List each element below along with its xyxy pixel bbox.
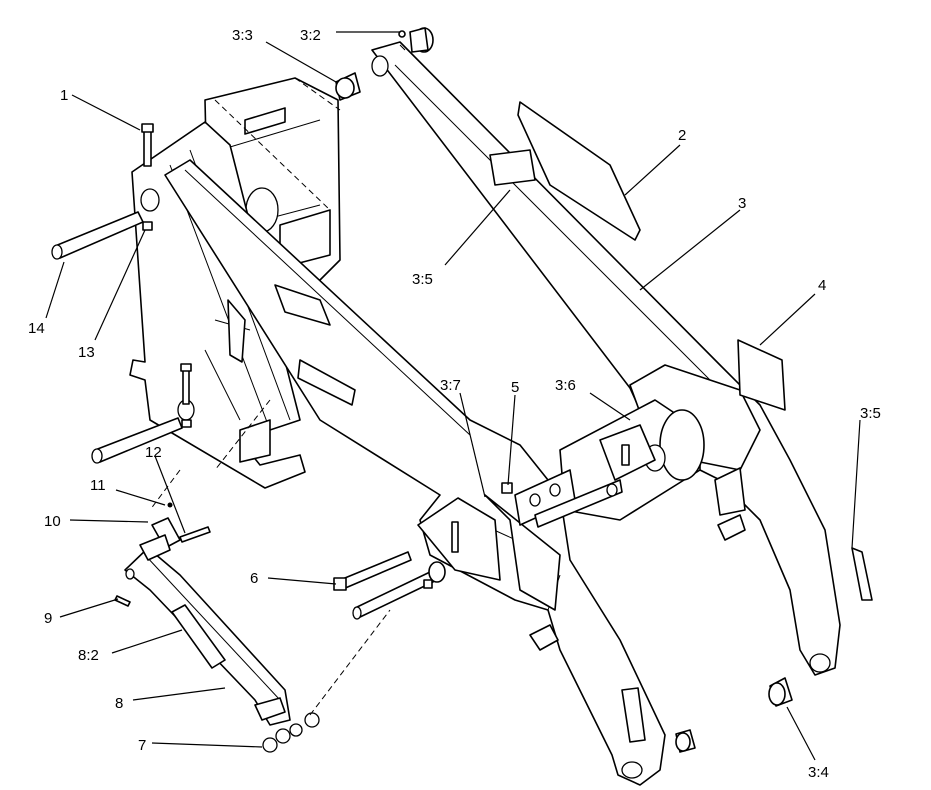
callout-3-3: 3:3 xyxy=(232,27,253,44)
callout-6: 6 xyxy=(250,570,258,587)
pin-3-7 xyxy=(451,521,459,553)
bushing-3-4 xyxy=(768,677,793,707)
main-arm xyxy=(164,159,666,786)
pin-14 xyxy=(51,211,144,260)
cylinder-pin xyxy=(534,444,630,528)
callout-1: 1 xyxy=(60,87,68,104)
callout-9: 9 xyxy=(44,610,52,627)
callout-8: 8 xyxy=(115,695,123,712)
callout-7: 7 xyxy=(138,737,146,754)
callout-8-2: 8:2 xyxy=(78,647,99,664)
bolt-5 xyxy=(501,482,513,494)
cotter-pin-9 xyxy=(114,595,131,607)
bolt-frame-lower xyxy=(180,363,192,428)
callout-10: 10 xyxy=(44,513,61,530)
callout-5: 5 xyxy=(511,379,519,396)
callout-3-5-top: 3:5 xyxy=(412,271,433,288)
fitting-3-2 xyxy=(398,27,434,53)
callout-14: 14 xyxy=(28,320,45,337)
leader-lines xyxy=(45,31,861,761)
pin-center xyxy=(352,561,446,620)
callout-13: 13 xyxy=(78,344,95,361)
callout-3-6: 3:6 xyxy=(555,377,576,394)
pin-lower-left xyxy=(91,417,183,464)
link-arm-8 xyxy=(124,547,291,726)
decal-4 xyxy=(737,339,786,411)
decal-2 xyxy=(517,101,641,241)
callout-4: 4 xyxy=(818,277,826,294)
washers-7 xyxy=(262,712,320,753)
pin-12 xyxy=(179,526,211,543)
callout-11: 11 xyxy=(90,477,106,494)
clamp-10 xyxy=(139,502,181,561)
decal-3-5-right xyxy=(851,547,873,601)
callout-3-4: 3:4 xyxy=(808,764,829,781)
callout-3-5-right: 3:5 xyxy=(860,405,881,422)
callout-3-7: 3:7 xyxy=(440,377,461,394)
bolt-1 xyxy=(141,123,154,167)
nut-13 xyxy=(142,221,153,231)
callout-3: 3 xyxy=(738,195,746,212)
callout-12: 12 xyxy=(145,444,162,461)
bushing-3-3 xyxy=(335,72,361,101)
callout-3-2: 3:2 xyxy=(300,27,321,44)
callout-labels: 1 2 3 3:2 3:3 3:4 3:5 3:5 3:6 3:7 4 5 6 … xyxy=(28,27,881,781)
bolt-6 xyxy=(333,551,412,591)
bushing-bottom xyxy=(675,729,696,753)
callout-2: 2 xyxy=(678,127,686,144)
